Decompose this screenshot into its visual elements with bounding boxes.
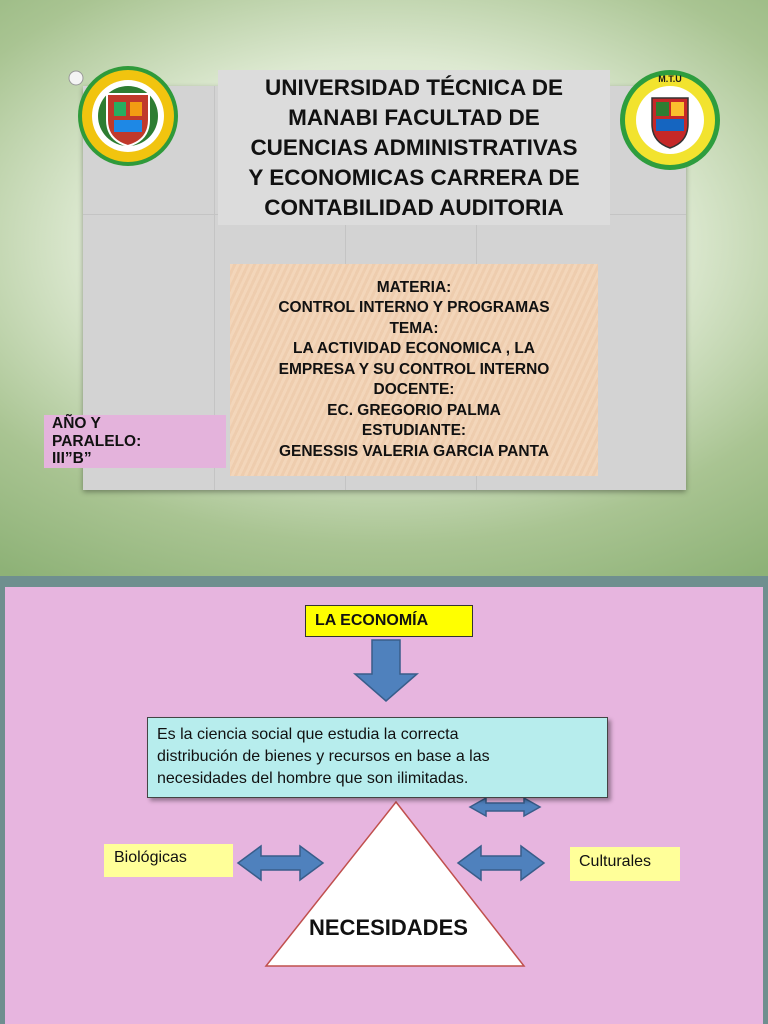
- university-title: UNIVERSIDAD TÉCNICA DE MANABI FACULTAD D…: [248, 74, 580, 220]
- economy-definition: Es la ciencia social que estudia la corr…: [147, 717, 608, 798]
- right-double-arrow-icon: [456, 844, 546, 882]
- course-info-box: MATERIA: CONTROL INTERNO Y PROGRAMAS TEM…: [230, 264, 598, 476]
- needs-label: NECESIDADES: [309, 915, 468, 940]
- info-line: GENESSIS VALERIA GARCIA PANTA: [278, 442, 550, 460]
- crest-label: M.T.U: [658, 74, 682, 84]
- university-title-box: UNIVERSIDAD TÉCNICA DE MANABI FACULTAD D…: [218, 70, 610, 225]
- info-line: CONTROL INTERNO Y PROGRAMAS: [278, 299, 550, 317]
- small-double-arrow-icon: [468, 796, 542, 818]
- cultural-label: Culturales: [570, 847, 680, 881]
- info-line: ESTUDIANTE:: [361, 422, 467, 440]
- economy-title: LA ECONOMÍA: [305, 605, 473, 637]
- info-line: LA ACTIVIDAD ECONOMICA , LA: [293, 340, 535, 358]
- down-arrow-icon: [352, 639, 420, 702]
- info-line: TEMA:: [389, 319, 439, 337]
- left-double-arrow-icon: [236, 844, 325, 882]
- diagram-shapes: [236, 639, 546, 967]
- economy-slide: LA ECONOMÍA Es la ciencia social que est…: [0, 576, 768, 1024]
- info-line: EC. GREGORIO PALMA: [327, 401, 501, 419]
- info-line: MATERIA:: [376, 278, 452, 296]
- info-line: DOCENTE:: [373, 381, 455, 399]
- biological-label: Biológicas: [104, 844, 233, 877]
- title-slide: M.T.U UNIVERSIDAD TÉCNICA DE MANABI FACU…: [0, 0, 768, 576]
- university-seal-icon: [68, 66, 178, 166]
- school-crest-icon: M.T.U: [620, 70, 720, 170]
- year-section-text: AÑO Y PARALELO: III”B”: [52, 415, 142, 467]
- needs-triangle: [264, 800, 526, 967]
- year-section-box: AÑO Y PARALELO: III”B”: [44, 415, 226, 468]
- info-line: EMPRESA Y SU CONTROL INTERNO: [278, 360, 550, 378]
